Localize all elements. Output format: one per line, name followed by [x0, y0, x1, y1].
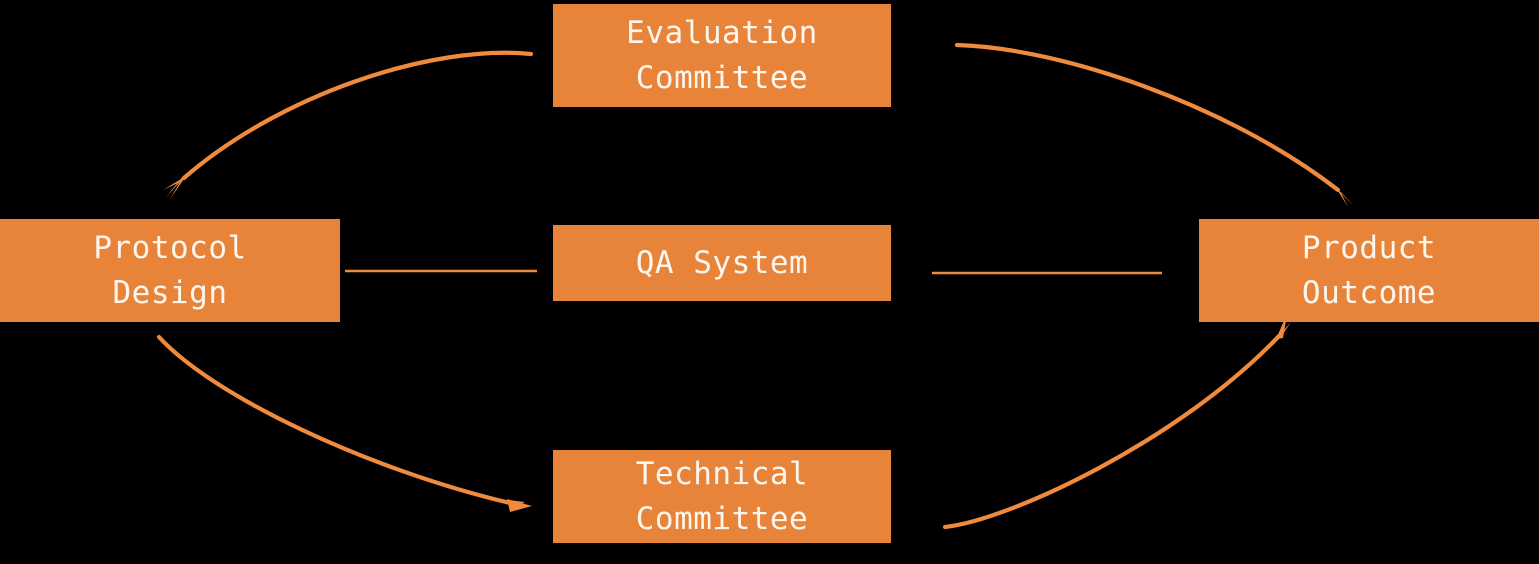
node-product-outcome-label: Product Outcome — [1301, 229, 1437, 311]
node-technical-committee-label: Technical Committee — [635, 455, 809, 537]
node-protocol-design-label: Protocol Design — [93, 229, 247, 311]
edge-evaluation-to-protocol — [163, 50, 534, 199]
node-evaluation-committee-label: Evaluation Committee — [626, 14, 818, 96]
node-protocol-design[interactable]: Protocol Design — [0, 219, 340, 322]
node-product-outcome[interactable]: Product Outcome — [1199, 219, 1539, 322]
edge-evaluation-to-product — [954, 42, 1354, 207]
node-evaluation-committee[interactable]: Evaluation Committee — [553, 4, 891, 107]
edge-technical-to-product — [942, 314, 1291, 530]
node-qa-system[interactable]: QA System — [553, 225, 891, 301]
node-technical-committee[interactable]: Technical Committee — [553, 450, 891, 543]
edge-protocol-to-technical — [156, 334, 532, 512]
node-qa-system-label: QA System — [635, 244, 809, 281]
